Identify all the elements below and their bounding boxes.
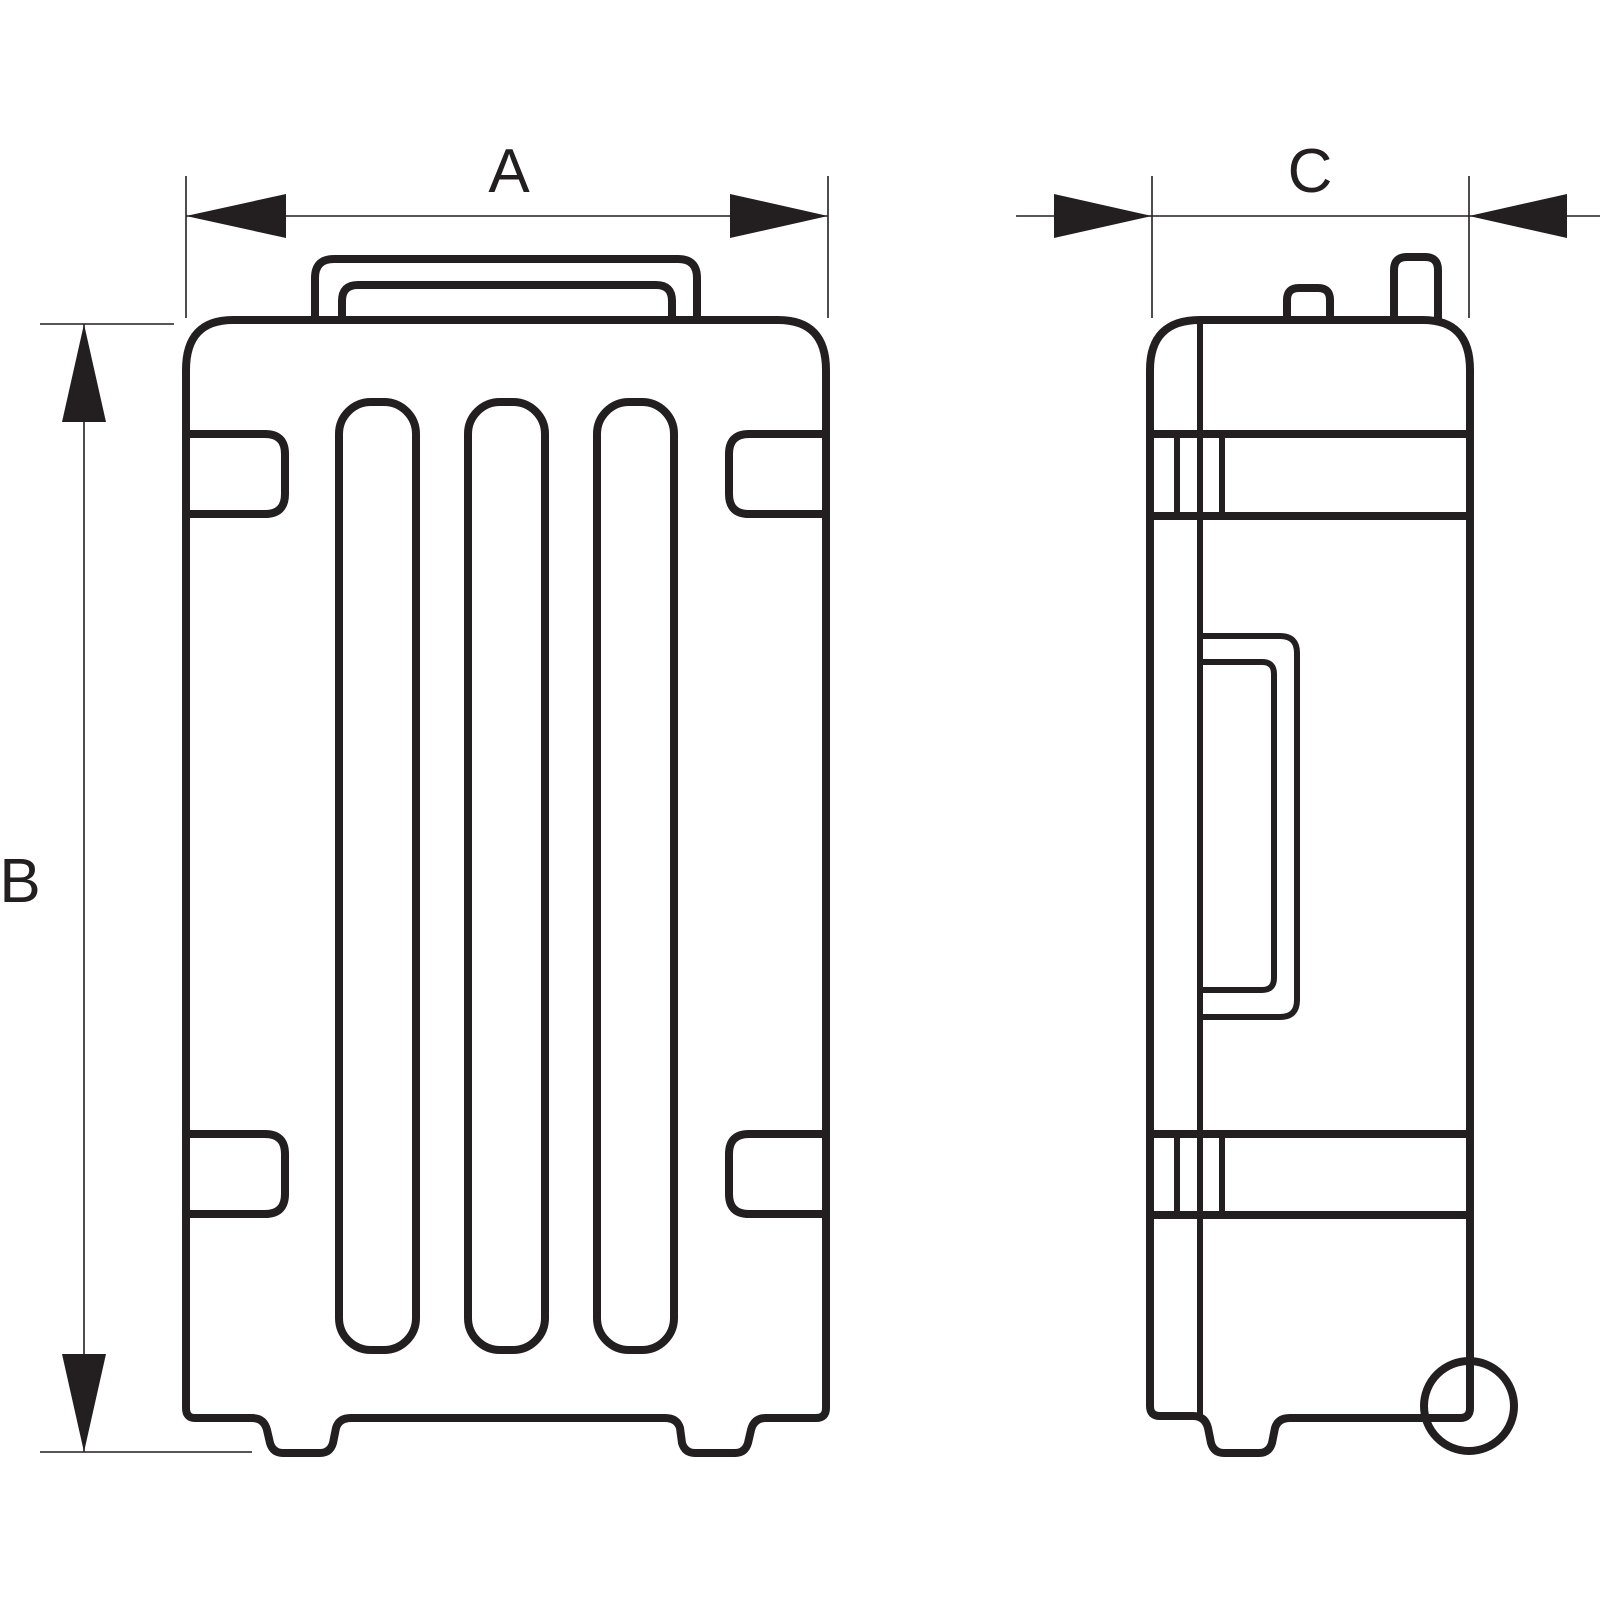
side-handle-icon xyxy=(1197,633,1300,1020)
dimension-c-arrow-right xyxy=(1469,194,1567,238)
dimension-b-arrow-top xyxy=(62,324,106,422)
bumper-top-left xyxy=(186,430,289,518)
side-knob-small xyxy=(1283,284,1334,324)
side-knob-tall xyxy=(1390,253,1442,324)
dimension-b-label: B xyxy=(0,847,41,916)
front-view xyxy=(182,255,830,1457)
dimension-c-label: C xyxy=(1288,137,1333,206)
bumper-bottom-right xyxy=(725,1130,826,1218)
front-rib-left xyxy=(335,398,420,1354)
dimension-a-arrow-right xyxy=(730,194,828,238)
side-case-body xyxy=(1146,316,1474,1457)
side-view xyxy=(1146,253,1518,1457)
dimension-a: A xyxy=(185,137,829,318)
dimension-b: B xyxy=(0,323,252,1453)
dimension-b-arrow-bottom xyxy=(62,1354,106,1452)
bumper-top-right xyxy=(725,430,826,518)
front-rib-center xyxy=(464,398,549,1354)
top-handle-icon xyxy=(311,255,701,324)
dimension-a-label: A xyxy=(488,137,530,206)
dimension-a-arrow-left xyxy=(186,194,286,238)
front-rib-right xyxy=(593,398,678,1354)
bumper-bottom-left xyxy=(186,1130,289,1218)
dimension-c-arrow-left xyxy=(1054,194,1152,238)
front-case-body xyxy=(182,316,830,1457)
dimension-c: C xyxy=(1016,137,1600,318)
